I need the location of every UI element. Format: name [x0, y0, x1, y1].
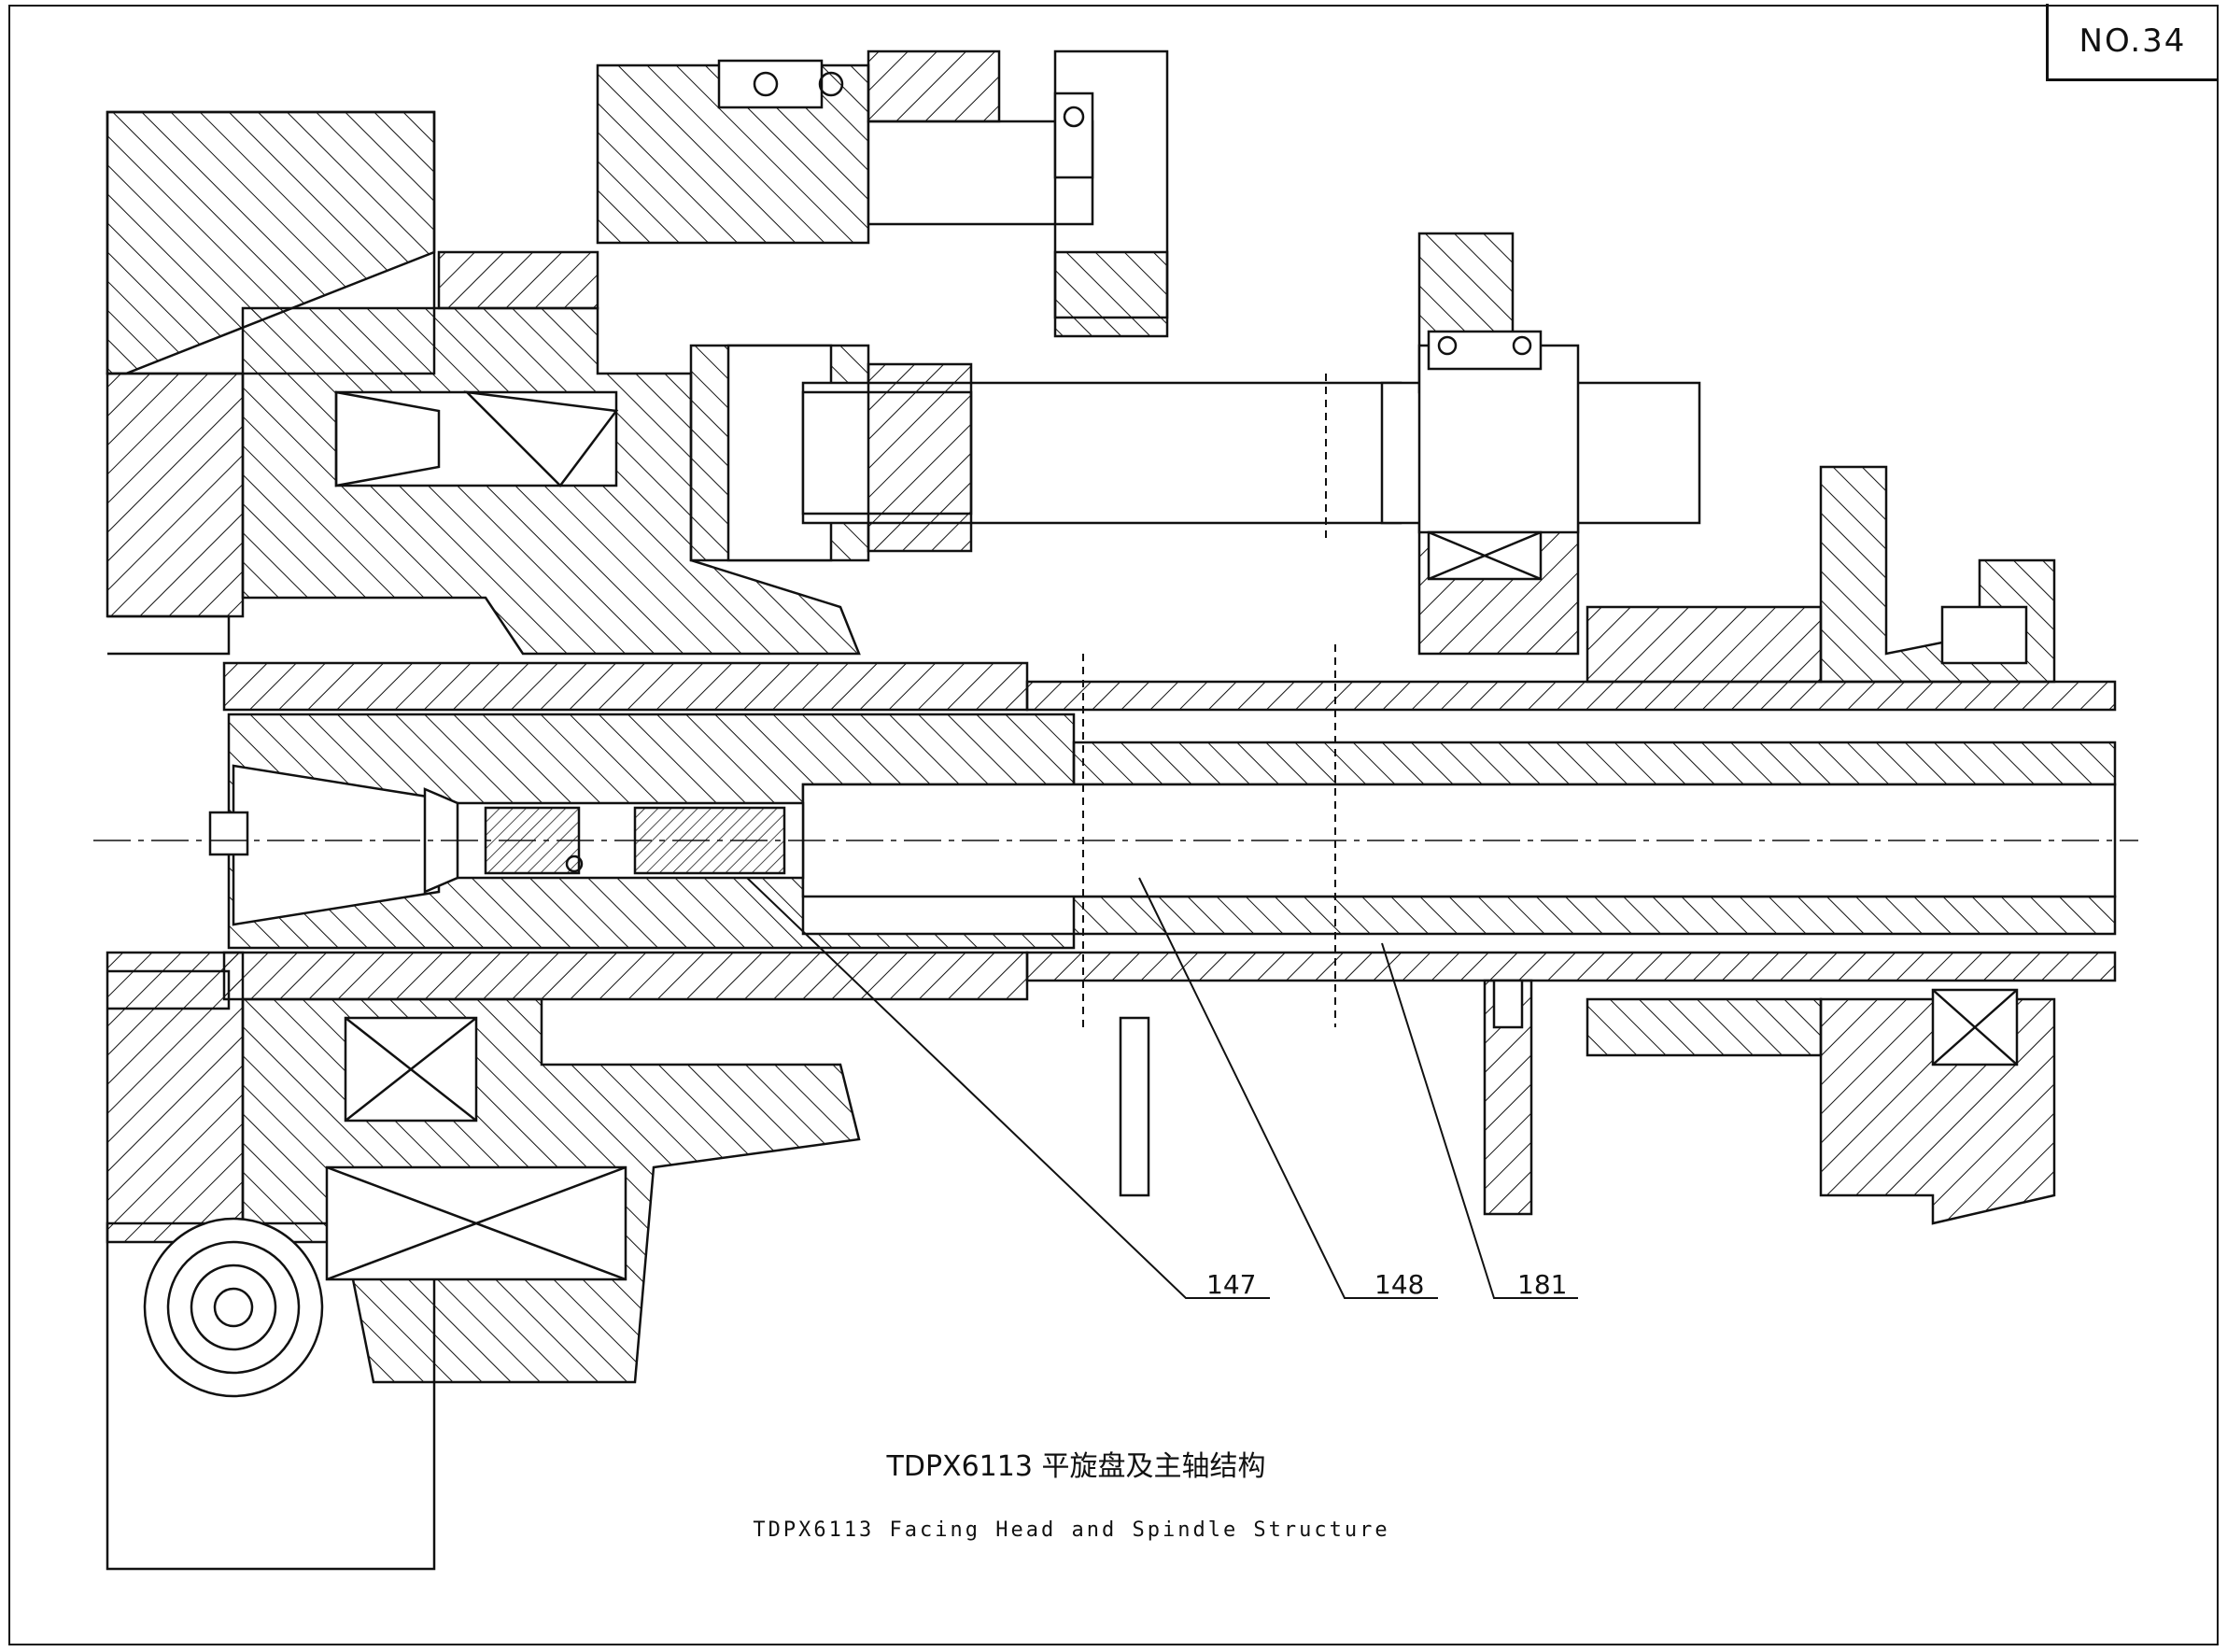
callout-148: 148: [1374, 1269, 1424, 1300]
callout-181: 181: [1517, 1269, 1567, 1300]
callout-147: 147: [1206, 1269, 1256, 1300]
drawing-title-english: TDPX6113 Facing Head and Spindle Structu…: [753, 1518, 1390, 1542]
right-support: [1586, 465, 2056, 1225]
lower-flanges: [1119, 979, 1533, 1216]
drawing-title-chinese: TDPX6113 平旋盘及主轴结构: [886, 1450, 1266, 1483]
upper-housing: [241, 49, 1169, 656]
page-number: NO.34: [2046, 4, 2217, 81]
leader-lines: [746, 877, 1578, 1299]
spindle-sleeve: [222, 661, 2117, 1001]
lower-housing: [143, 997, 861, 1398]
spindle: [208, 713, 2117, 950]
cross-shaft: [689, 232, 1701, 656]
